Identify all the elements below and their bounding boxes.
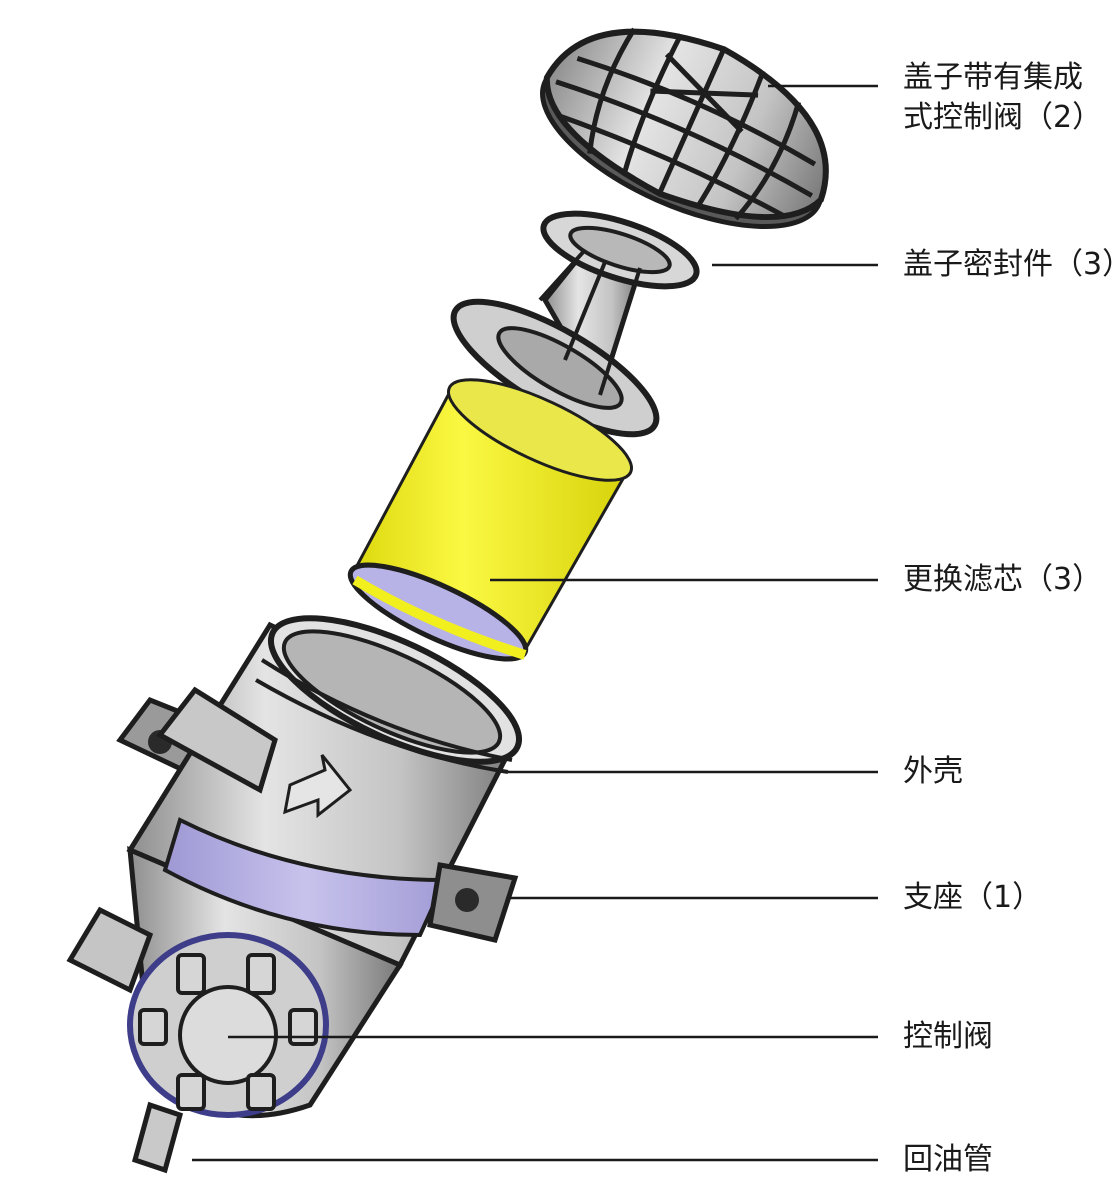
label-housing: 外壳: [903, 754, 963, 789]
label-cap-seal: 盖子密封件（3）: [903, 247, 1112, 282]
label-cap-line-1: 盖子带有集成: [903, 60, 1083, 95]
cap-seal: [450, 210, 700, 438]
cap-with-valve: [540, 27, 829, 230]
label-valve: 控制阀: [903, 1019, 993, 1054]
label-cap-line-2: 式控制阀（2）: [903, 100, 1103, 135]
label-bracket: 支座（1）: [903, 880, 1043, 915]
filter-cartridge: [347, 378, 634, 662]
label-cap: 盖子带有集成 式控制阀（2）: [903, 58, 1102, 138]
label-return-pipe: 回油管: [903, 1142, 993, 1177]
label-filter: 更换滤芯（3）: [903, 562, 1103, 597]
leader-lines: [192, 84, 878, 1162]
housing: [66, 615, 523, 1174]
